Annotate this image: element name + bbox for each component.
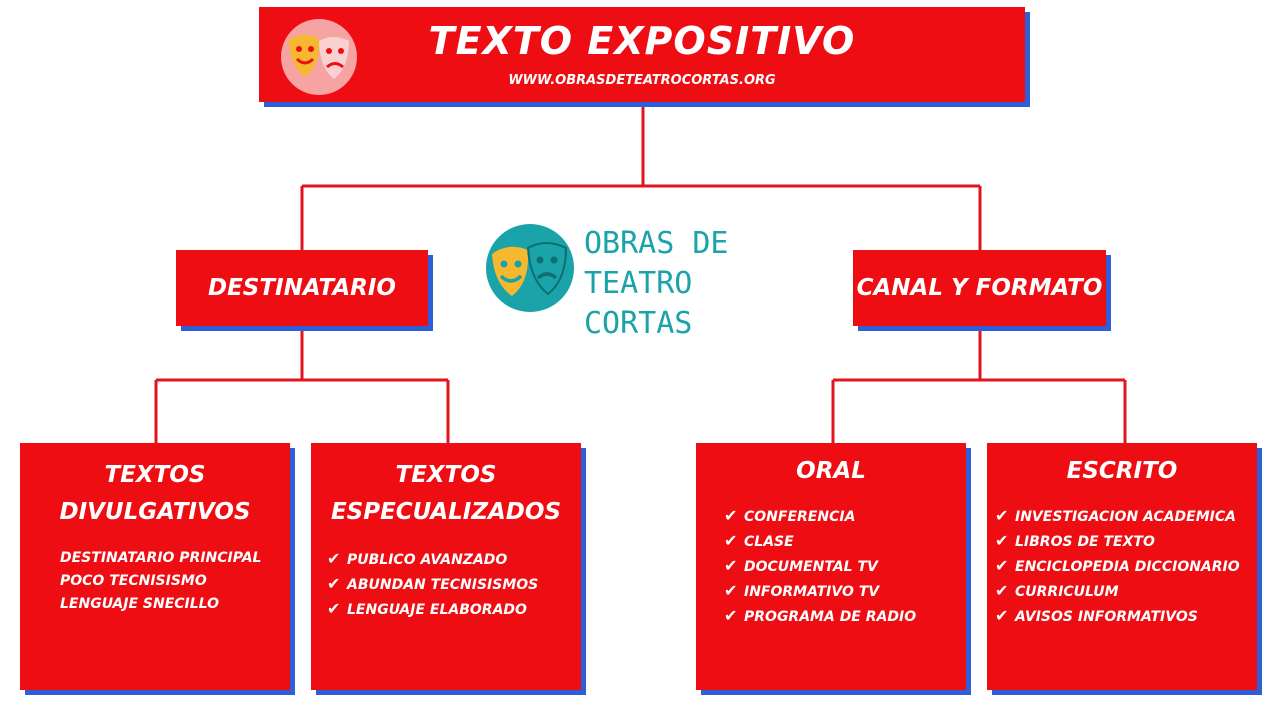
logo-line-2: TEATRO CORTAS (584, 266, 693, 341)
divulgativos-list: DESTINATARIO PRINCIPAL POCO TECNISISMO L… (60, 547, 290, 616)
list-item: ✔ ABUNDAN TECNISISMOS (327, 572, 581, 597)
list-item-text: LENGUAJE ELABORADO (347, 602, 527, 618)
title-box: TEXTO EXPOSITIVO WWW.OBRASDETEATROCORTAS… (259, 7, 1025, 102)
oral-list: ✔ CONFERENCIA ✔ CLASE ✔ DOCUMENTAL TV ✔ INFO… (724, 504, 966, 629)
check-icon: ✔ (724, 531, 738, 550)
oral-title: ORAL (796, 458, 866, 484)
check-icon: ✔ (724, 581, 738, 600)
page-title: TEXTO EXPOSITIVO (428, 19, 856, 63)
especializados-title-2: ESPECUALIZADOS (330, 499, 562, 525)
list-item: ✔ PROGRAMA DE RADIO (724, 604, 966, 629)
list-item: ✔ CURRICULUM (995, 579, 1257, 604)
check-icon: ✔ (724, 606, 738, 625)
especializados-title-1: TEXTOS (395, 462, 497, 488)
list-item-text: DOCUMENTAL TV (744, 559, 878, 575)
site-url: WWW.OBRASDETEATROCORTAS.ORG (508, 73, 776, 88)
list-item: ✔ CONFERENCIA (724, 504, 966, 529)
list-item-text: PROGRAMA DE RADIO (744, 609, 917, 625)
canal-formato-label: CANAL Y FORMATO (856, 275, 1103, 301)
list-item-text: LIBROS DE TEXTO (1015, 534, 1155, 550)
list-item: ✔ INVESTIGACION ACADEMICA (995, 504, 1257, 529)
divulgativos-box: TEXTOS DIVULGATIVOS DESTINATARIO PRINCIP… (20, 443, 290, 690)
especializados-list: ✔ PUBLICO AVANZADO ✔ ABUNDAN TECNISISMOS ✔… (327, 547, 581, 622)
list-item: ✔ CLASE (724, 529, 966, 554)
logo: OBRAS DE TEATRO CORTAS (484, 222, 814, 341)
list-item: DESTINATARIO PRINCIPAL (60, 550, 262, 566)
check-icon: ✔ (724, 556, 738, 575)
list-item: ✔ INFORMATIVO TV (724, 579, 966, 604)
check-icon: ✔ (327, 599, 341, 618)
escrito-list: ✔ INVESTIGACION ACADEMICA ✔ LIBROS DE TEXT… (995, 504, 1257, 629)
list-item-text: CURRICULUM (1015, 584, 1119, 600)
check-icon: ✔ (995, 531, 1009, 550)
list-item-text: CONFERENCIA (744, 509, 856, 525)
list-item-text: ABUNDAN TECNISISMOS (347, 577, 539, 593)
connector-left (154, 326, 450, 443)
list-item: ✔ ENCICLOPEDIA DICCIONARIO (995, 554, 1257, 579)
list-item: POCO TECNISISMO (60, 573, 207, 589)
canal-formato-box: CANAL Y FORMATO (853, 250, 1106, 326)
escrito-box: ESCRITO ✔ INVESTIGACION ACADEMICA ✔ LIBROS… (987, 443, 1257, 690)
check-icon: ✔ (327, 549, 341, 568)
connector-root (300, 102, 982, 250)
check-icon: ✔ (995, 606, 1009, 625)
list-item: ✔ LENGUAJE ELABORADO (327, 597, 581, 622)
check-icon: ✔ (724, 506, 738, 525)
list-item: ✔ PUBLICO AVANZADO (327, 547, 581, 572)
check-icon: ✔ (995, 506, 1009, 525)
check-icon: ✔ (995, 581, 1009, 600)
list-item: ✔ LIBROS DE TEXTO (995, 529, 1257, 554)
theater-masks-icon (492, 242, 568, 296)
list-item-text: INVESTIGACION ACADEMICA (1015, 509, 1236, 525)
list-item-text: INFORMATIVO TV (744, 584, 880, 600)
list-item: ✔ DOCUMENTAL TV (724, 554, 966, 579)
list-item-text: AVISOS INFORMATIVOS (1015, 609, 1198, 625)
list-item: ✔ AVISOS INFORMATIVOS (995, 604, 1257, 629)
check-icon: ✔ (327, 574, 341, 593)
destinatario-label: DESTINATARIO (208, 275, 396, 301)
list-item-text: PUBLICO AVANZADO (347, 552, 508, 568)
divulgativos-title-2: DIVULGATIVOS (59, 499, 251, 525)
escrito-title: ESCRITO (1066, 458, 1178, 484)
logo-line-1: OBRAS DE (584, 226, 729, 261)
logo-text: OBRAS DE TEATRO CORTAS (584, 224, 814, 344)
divulgativos-title-1: TEXTOS (104, 462, 206, 488)
theater-masks-icon (281, 19, 357, 95)
destinatario-box: DESTINATARIO (176, 250, 428, 326)
especializados-box: TEXTOS ESPECUALIZADOS ✔ PUBLICO AVANZADO … (311, 443, 581, 690)
list-item: LENGUAJE SNECILLO (60, 596, 220, 612)
oral-box: ORAL ✔ CONFERENCIA ✔ CLASE ✔ DOCUMENTAL TV … (696, 443, 966, 690)
list-item-text: CLASE (744, 534, 794, 550)
list-item-text: ENCICLOPEDIA DICCIONARIO (1015, 559, 1240, 575)
check-icon: ✔ (995, 556, 1009, 575)
connector-right (831, 326, 1127, 443)
